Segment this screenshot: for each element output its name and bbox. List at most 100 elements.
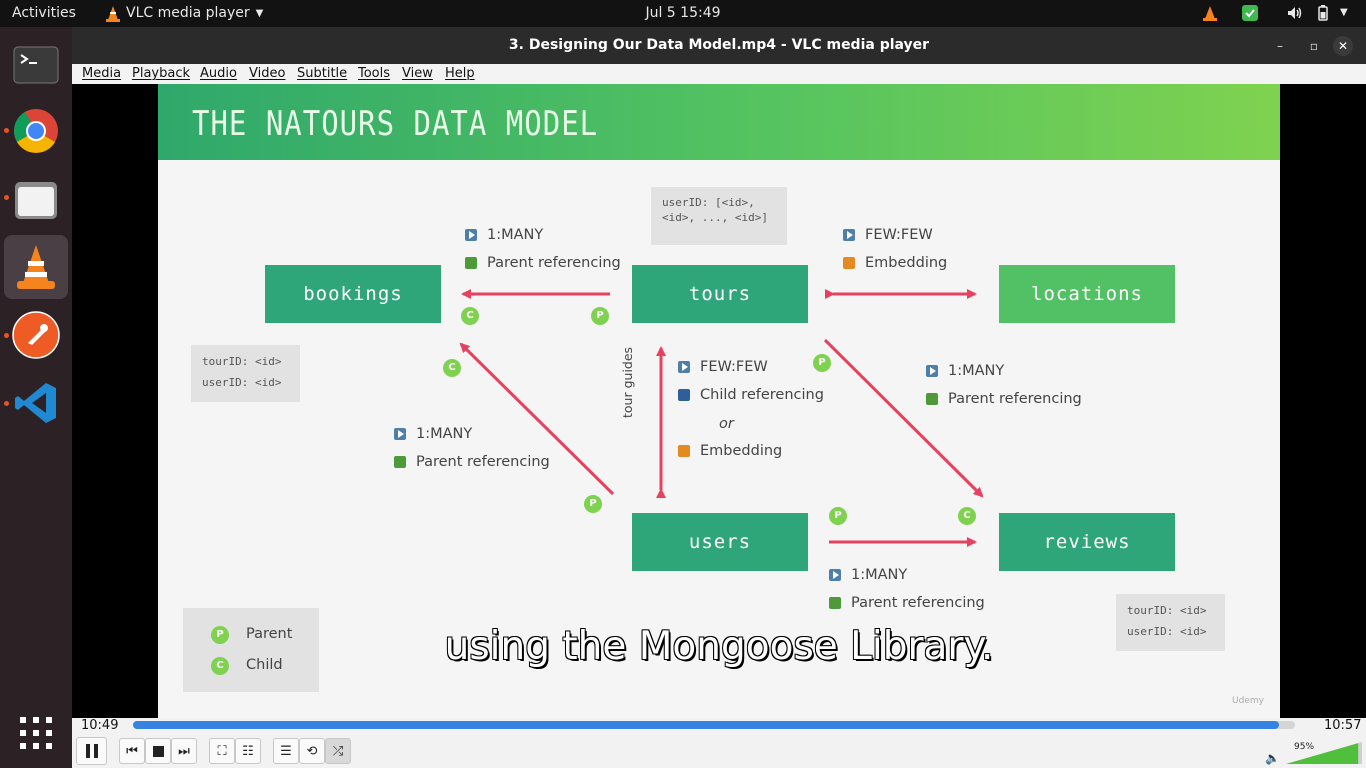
volume-fill bbox=[1286, 743, 1359, 764]
video-area[interactable]: THE NATOURS DATA MODEL bookings bbox=[72, 84, 1366, 718]
fullscreen-button[interactable]: ⛶ bbox=[209, 738, 235, 764]
close-icon[interactable]: ✕ bbox=[1333, 36, 1353, 56]
extended-settings-button[interactable]: ☷ bbox=[235, 738, 261, 764]
total-time[interactable]: 10:57 bbox=[1324, 718, 1362, 733]
window-titlebar[interactable]: 3. Designing Our Data Model.mp4 - VLC me… bbox=[72, 27, 1366, 64]
playlist-button[interactable]: ☰ bbox=[273, 738, 299, 764]
green-book-icon bbox=[394, 456, 406, 468]
orange-book-icon bbox=[678, 445, 690, 457]
blue-book-icon bbox=[678, 389, 690, 401]
dock-files[interactable] bbox=[4, 167, 68, 231]
play-icon bbox=[394, 428, 406, 440]
dock-vscode[interactable] bbox=[4, 371, 68, 435]
loop-button[interactable]: ⟲ bbox=[299, 738, 325, 764]
child-marker: C bbox=[958, 507, 976, 525]
legend-parent-label: Parent bbox=[246, 626, 293, 642]
menu-audio[interactable]: Audio bbox=[200, 66, 237, 81]
vlc-tray-icon[interactable] bbox=[1202, 5, 1218, 21]
speaker-icon[interactable]: 🔈 bbox=[1265, 751, 1280, 765]
rel-tours-users-type: FEW:FEW bbox=[678, 359, 768, 375]
app-menu[interactable]: VLC media player ▼ bbox=[106, 0, 263, 27]
menu-tools[interactable]: Tools bbox=[358, 66, 391, 81]
activities-button[interactable]: Activities bbox=[12, 5, 76, 21]
rel-tours-locations-method: Embedding bbox=[843, 255, 947, 271]
play-icon bbox=[678, 361, 690, 373]
play-icon bbox=[829, 569, 841, 581]
vlc-icon bbox=[17, 245, 55, 289]
chrome-icon bbox=[14, 109, 58, 153]
vscode-icon bbox=[15, 383, 56, 423]
elapsed-time[interactable]: 10:49 bbox=[81, 718, 119, 733]
play-icon bbox=[843, 229, 855, 241]
stop-button[interactable] bbox=[145, 738, 171, 764]
clock[interactable]: Jul 5 15:49 bbox=[0, 0, 1366, 27]
arrow-users-bookings bbox=[459, 342, 615, 496]
dock-chrome[interactable] bbox=[4, 99, 68, 163]
update-shield-icon[interactable] bbox=[1242, 5, 1258, 21]
entity-bookings: bookings bbox=[265, 265, 441, 323]
child-marker: C bbox=[461, 307, 479, 325]
rel-tours-reviews-method: Parent referencing bbox=[926, 391, 1082, 407]
menu-view[interactable]: View bbox=[402, 66, 433, 81]
seek-slider-fill bbox=[133, 721, 1279, 729]
code-line: <id>, ..., <id>] bbox=[662, 211, 768, 224]
rel-method-label: Embedding bbox=[865, 255, 948, 271]
maximize-icon[interactable]: ▫ bbox=[1309, 39, 1319, 53]
pause-button[interactable] bbox=[76, 737, 107, 765]
dock-terminal[interactable] bbox=[4, 33, 68, 97]
pause-icon bbox=[85, 744, 98, 758]
slide-title: THE NATOURS DATA MODEL bbox=[192, 103, 599, 144]
menu-video[interactable]: Video bbox=[249, 66, 286, 81]
volume-icon[interactable] bbox=[1286, 5, 1302, 21]
app-menu-label: VLC media player bbox=[126, 5, 250, 21]
rel-users-reviews-method: Parent referencing bbox=[829, 595, 985, 611]
parent-marker: P bbox=[813, 354, 831, 372]
arrow-tours-reviews bbox=[823, 338, 984, 498]
rel-method-label: Parent referencing bbox=[416, 454, 550, 470]
rel-tours-users-alt: Embedding bbox=[678, 443, 782, 459]
tour-guides-label: tour guides bbox=[620, 346, 635, 418]
next-button[interactable]: ⏭ bbox=[171, 738, 197, 764]
previous-icon: ⏮ bbox=[126, 743, 138, 759]
rel-tours-reviews-type: 1:MANY bbox=[926, 363, 1004, 379]
rel-method-label: Parent referencing bbox=[851, 595, 985, 611]
code-line: tourID: <id> bbox=[1127, 604, 1207, 617]
menu-help[interactable]: Help bbox=[445, 66, 475, 81]
parent-marker: P bbox=[584, 495, 602, 513]
gnome-top-bar: Activities VLC media player ▼ Jul 5 15:4… bbox=[0, 0, 1366, 27]
rel-users-bookings-method: Parent referencing bbox=[394, 454, 550, 470]
rel-method-label: Parent referencing bbox=[948, 391, 1082, 407]
shuffle-button[interactable]: ⤮ bbox=[325, 738, 351, 764]
menu-playback[interactable]: Playback bbox=[132, 66, 191, 81]
entity-reviews: reviews bbox=[999, 513, 1175, 571]
show-apps-grid-icon[interactable] bbox=[20, 717, 52, 749]
previous-button[interactable]: ⏮ bbox=[119, 738, 145, 764]
chevron-down-icon: ▼ bbox=[255, 8, 264, 19]
minimize-icon[interactable]: – bbox=[1277, 39, 1283, 53]
fullscreen-icon: ⛶ bbox=[217, 743, 227, 759]
code-line: userID: <id> bbox=[1127, 625, 1207, 638]
volume-percent: 95% bbox=[1294, 742, 1315, 752]
rel-tours-locations-type: FEW:FEW bbox=[843, 227, 933, 243]
menu-subtitle[interactable]: Subtitle bbox=[297, 66, 348, 81]
rel-method-label: Child referencing bbox=[700, 387, 824, 403]
seek-slider[interactable] bbox=[133, 721, 1295, 729]
stop-icon bbox=[152, 745, 164, 757]
parent-marker: P bbox=[829, 507, 847, 525]
clock-label: Jul 5 15:49 bbox=[645, 5, 721, 21]
loop-icon: ⟲ bbox=[306, 743, 318, 759]
menu-media[interactable]: Media bbox=[82, 66, 122, 81]
system-menu-chevron-icon[interactable]: ▼ bbox=[1340, 7, 1348, 18]
volume-slider[interactable] bbox=[1286, 742, 1362, 764]
code-bookings: tourID: <id> userID: <id> bbox=[191, 345, 300, 402]
menu-bar: Media Playback Audio Video Subtitle Tool… bbox=[72, 64, 1366, 84]
dock-postman[interactable] bbox=[4, 303, 68, 367]
rel-method-label: Parent referencing bbox=[487, 255, 621, 271]
green-book-icon bbox=[829, 597, 841, 609]
legend: P Parent C Child bbox=[183, 608, 319, 692]
child-marker: C bbox=[443, 359, 461, 377]
dock-vlc[interactable] bbox=[4, 235, 68, 299]
battery-icon[interactable] bbox=[1315, 5, 1331, 21]
files-icon bbox=[15, 182, 57, 219]
window-title: 3. Designing Our Data Model.mp4 - VLC me… bbox=[508, 37, 930, 53]
